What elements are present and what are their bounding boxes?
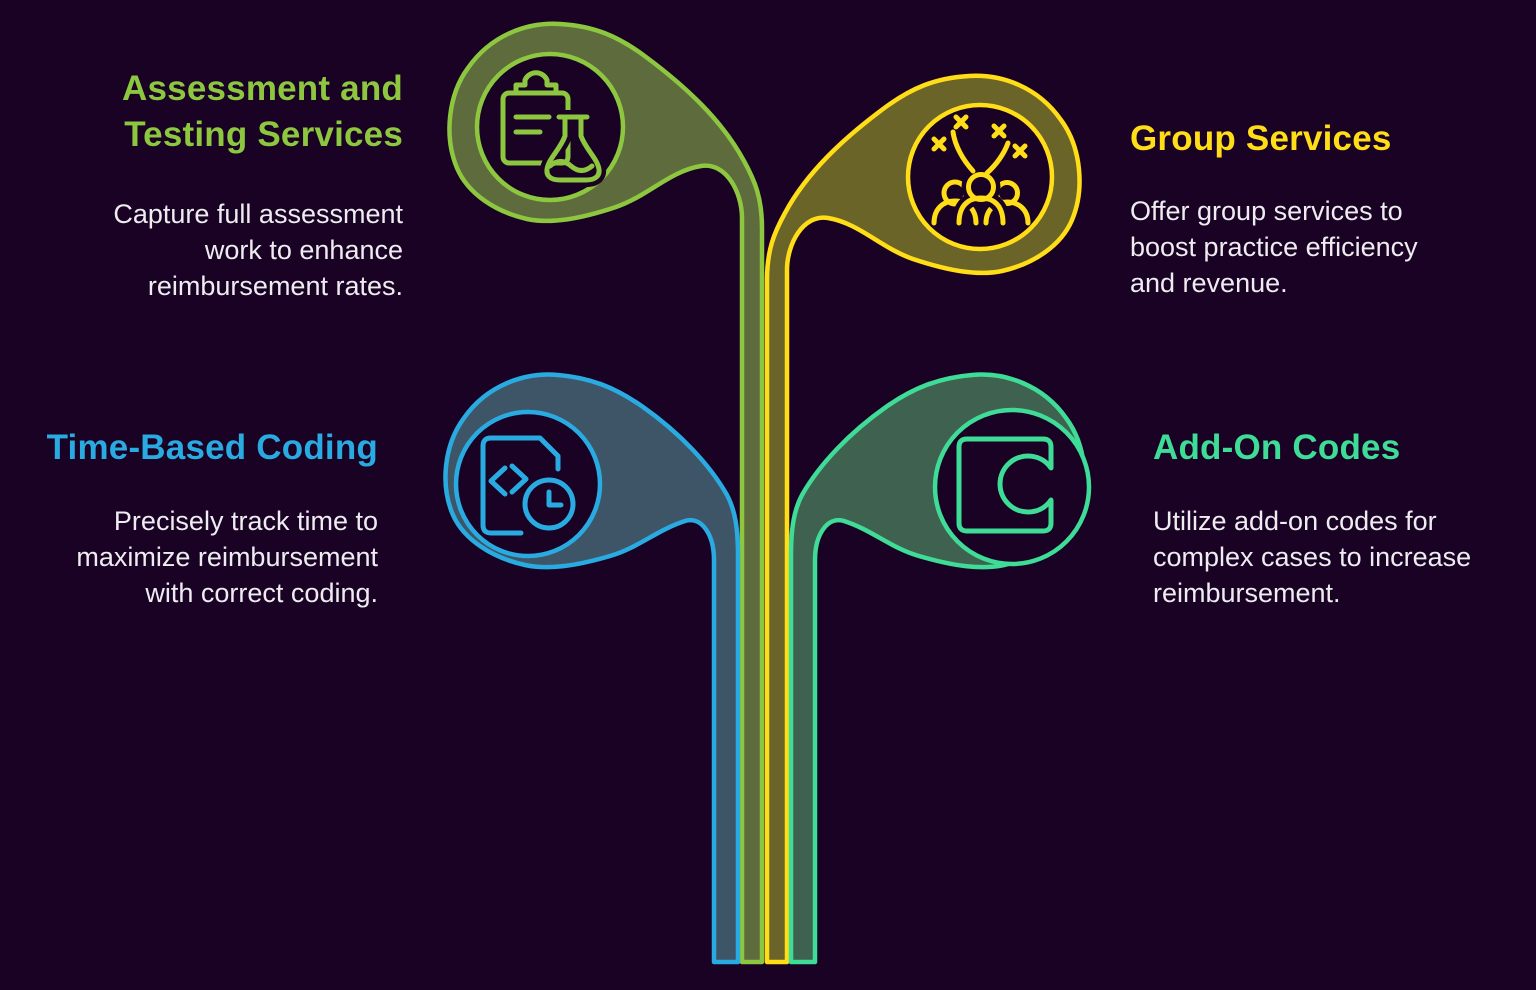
branch-assessment bbox=[447, 21, 765, 965]
branch-group-services bbox=[764, 73, 1082, 965]
time-based-coding-title: Time-Based Coding bbox=[46, 428, 378, 467]
puzzle-socket-icon bbox=[956, 436, 1054, 534]
group-celebration-icon bbox=[931, 114, 1031, 230]
branch-time-based-coding bbox=[443, 372, 741, 965]
clipboard-flask-icon bbox=[500, 70, 607, 187]
assessment-description: Capture full assessment work to enhance … bbox=[113, 199, 403, 301]
group-services-description: Offer group services to boost practice e… bbox=[1130, 196, 1418, 298]
code-file-clock-icon bbox=[480, 435, 580, 536]
assessment-title: Assessment and Testing Services bbox=[122, 69, 403, 154]
add-on-codes-title: Add-On Codes bbox=[1153, 428, 1401, 467]
branch-add-on-codes bbox=[788, 372, 1092, 965]
group-services-title: Group Services bbox=[1130, 119, 1392, 158]
add-on-codes-description: Utilize add-on codes for complex cases t… bbox=[1153, 506, 1472, 608]
time-based-coding-description: Precisely track time to maximize reimbur… bbox=[76, 506, 378, 608]
